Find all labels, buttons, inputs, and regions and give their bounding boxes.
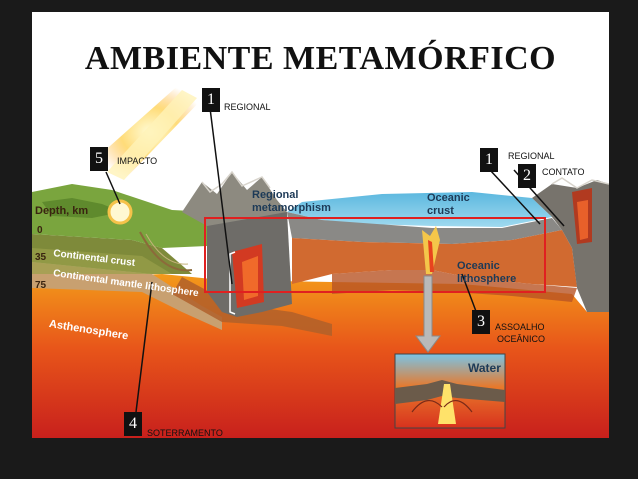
oceanic-crust-label-1: Oceanic — [427, 192, 470, 204]
regional-metamorphism-label-2: metamorphism — [252, 202, 331, 214]
marker-1-regional-left: 1 — [202, 88, 220, 112]
continent-surface — [32, 184, 242, 248]
oceanic-crust-label-2: crust — [427, 205, 454, 217]
marker-2-label: CONTATO — [542, 167, 585, 177]
inset-arrow — [415, 275, 441, 353]
marker-3-assoalho: 3 — [472, 310, 490, 334]
oceanic-crust-front — [287, 212, 562, 244]
marker-1-regional-right: 1 — [480, 148, 498, 172]
oceanic-lithosphere-label-2: lithosphere — [457, 273, 517, 285]
subducting-slab-left — [172, 277, 332, 336]
marker-5-label: IMPACTO — [117, 156, 158, 166]
oceanic-lithosphere-label-1: Oceanic — [457, 260, 500, 272]
highlight-box — [204, 217, 546, 293]
marker-1-label-left: REGIONAL — [224, 102, 271, 112]
marker-5-impacto: 5 — [90, 147, 108, 171]
asthenosphere-block — [32, 274, 609, 438]
water-label: Water — [468, 361, 501, 375]
slide-title: AMBIENTE METAMÓRFICO — [84, 40, 557, 77]
depth-title: Depth, km — [35, 205, 89, 217]
marker-3-label-line1: ASSOALHO — [495, 322, 545, 332]
marker-3-label-line2: OCEÂNICO — [497, 334, 546, 344]
regional-metamorphism-label-1: Regional — [252, 189, 299, 201]
depth-label-35: 35 — [35, 252, 47, 263]
central-mountains — [182, 172, 287, 226]
marker-4-soterramento: 4 — [124, 412, 142, 436]
marker-2-contato: 2 — [518, 164, 536, 188]
depth-label-75: 75 — [35, 280, 47, 291]
continental-mantle-band — [32, 262, 222, 330]
meteor — [107, 199, 133, 225]
slide: AMBIENTE METAMÓRFICO Depth, km 0 35 75 C… — [32, 12, 609, 438]
depth-label-0: 0 — [37, 225, 43, 236]
marker-1-label-right: REGIONAL — [508, 151, 555, 161]
tectonic-illustration — [32, 82, 609, 438]
marker-4-label: SOTERRAMENTO — [147, 428, 223, 438]
